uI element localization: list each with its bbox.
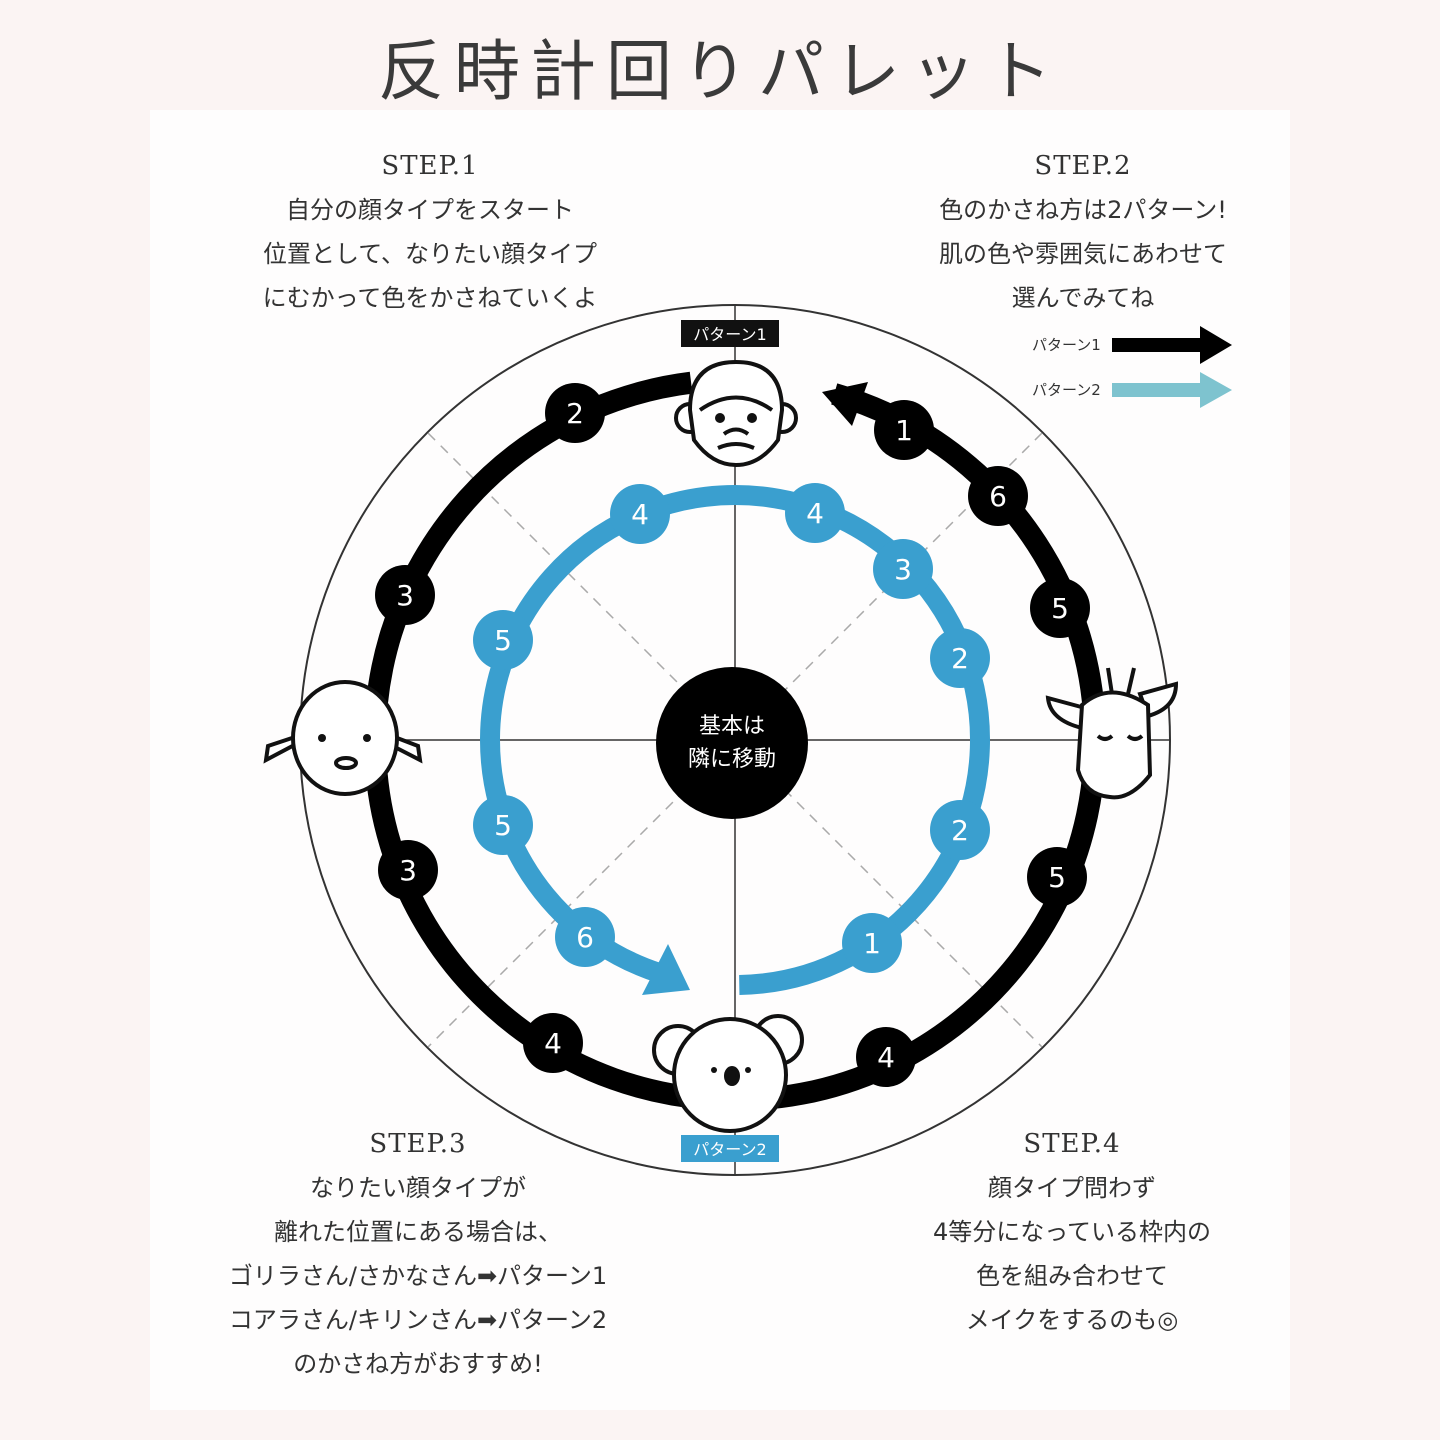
step-line: 色のかさね方は2パターン! (939, 196, 1227, 224)
legend-label-pattern1: パターン1 (1032, 336, 1101, 354)
step-badge-number: 5 (1051, 592, 1069, 625)
step-line: メイクをするのも◎ (965, 1306, 1179, 1334)
step-badge (523, 1013, 583, 1073)
step-badge (968, 466, 1028, 526)
step-line: ゴリラさん/さかなさん➡パターン1 (228, 1262, 608, 1290)
gorilla-face-icon (674, 359, 798, 468)
step-badge (856, 1027, 916, 1087)
step-4: STEP.4 顔タイプ問わず 4等分になっている枠内の 色を組み合わせて メイク… (812, 1122, 1332, 1342)
step-badge-number: 5 (494, 624, 512, 657)
pattern2-tag-label: パターン2 (693, 1140, 766, 1159)
step-line: 4等分になっている枠内の (932, 1218, 1212, 1246)
pattern2-arrowhead (642, 944, 690, 995)
step-line: のかさね方がおすすめ! (293, 1350, 543, 1378)
step-badge-number: 5 (494, 809, 512, 842)
legend-arrow-pattern2 (1112, 372, 1232, 408)
step-badge-number: 2 (951, 642, 969, 675)
giraffe-face-icon (1045, 667, 1179, 800)
legend: パターン1 パターン2 (1032, 326, 1232, 408)
step-badge-number: 4 (544, 1027, 562, 1060)
step-badge-number: 3 (396, 579, 414, 612)
page-title: 反時計回りパレット (378, 33, 1062, 110)
pattern1-tag-label: パターン1 (693, 325, 766, 344)
center-circle (656, 667, 808, 819)
step-badge-number: 3 (894, 553, 912, 586)
step-line: なりたい顔タイプが (310, 1174, 526, 1202)
pattern1-tag (681, 320, 779, 347)
step-line: 自分の顔タイプをスタート (286, 196, 574, 224)
step-badge (1030, 578, 1090, 638)
step-heading: STEP.4 (1023, 1129, 1121, 1159)
step-line: 肌の色や雰囲気にあわせて (939, 240, 1227, 268)
step-badge (842, 913, 902, 973)
pattern1-arrowhead (822, 382, 868, 426)
step-badge-number: 6 (576, 921, 594, 954)
center-text-line1: 基本は (699, 714, 765, 739)
pattern2-tag (681, 1135, 779, 1162)
step-badge (473, 795, 533, 855)
step-badge (473, 610, 533, 670)
step-heading: STEP.1 (381, 151, 479, 181)
step-badge-number: 4 (631, 498, 649, 531)
step-line: 顔タイプ問わず (988, 1174, 1156, 1202)
center-text-line2: 隣に移動 (688, 747, 776, 772)
pattern1-badges: 1 6 5 5 4 4 3 3 2 (375, 383, 1090, 1087)
step-badge-number: 3 (399, 854, 417, 887)
step-badge (610, 484, 670, 544)
step-badge (545, 383, 605, 443)
step-2: STEP.2 色のかさね方は2パターン! 肌の色や雰囲気にあわせて 選んでみてね (823, 144, 1343, 320)
step-line: コアラさん/キリンさん➡パターン2 (228, 1306, 608, 1334)
step-badge-number: 5 (1048, 861, 1066, 894)
fish-face-icon (263, 680, 423, 796)
step-3: STEP.3 なりたい顔タイプが 離れた位置にある場合は、 ゴリラさん/さかなさ… (158, 1122, 678, 1386)
pattern2-badges: 1 2 2 3 4 4 5 5 6 (473, 483, 990, 973)
step-badge-number: 2 (951, 814, 969, 847)
step-badge (873, 539, 933, 599)
legend-arrow-pattern1 (1112, 326, 1232, 364)
step-badge (375, 565, 435, 625)
step-badge (930, 800, 990, 860)
step-line: 位置として、なりたい顔タイプ (262, 240, 598, 268)
step-line: 色を組み合わせて (976, 1262, 1168, 1290)
legend-label-pattern2: パターン2 (1032, 381, 1101, 399)
step-line: 離れた位置にある場合は、 (274, 1218, 562, 1246)
koala-face-icon (652, 1014, 804, 1133)
step-line: にむかって色をかさねていくよ (262, 284, 598, 312)
step-badge-number: 1 (863, 927, 881, 960)
step-badge-number: 4 (806, 497, 824, 530)
step-badge (930, 628, 990, 688)
step-badge-number: 4 (877, 1041, 895, 1074)
step-badge (874, 400, 934, 460)
step-line: 選んでみてね (1011, 284, 1155, 312)
step-heading: STEP.3 (369, 1129, 467, 1159)
step-heading: STEP.2 (1034, 151, 1132, 181)
step-badge-number: 2 (566, 397, 584, 430)
step-badge (555, 907, 615, 967)
step-badge (378, 840, 438, 900)
step-badge-number: 1 (895, 414, 913, 447)
step-badge-number: 6 (989, 480, 1007, 513)
step-badge (785, 483, 845, 543)
step-badge (1027, 847, 1087, 907)
step-1: STEP.1 自分の顔タイプをスタート 位置として、なりたい顔タイプ にむかって… (170, 144, 690, 320)
